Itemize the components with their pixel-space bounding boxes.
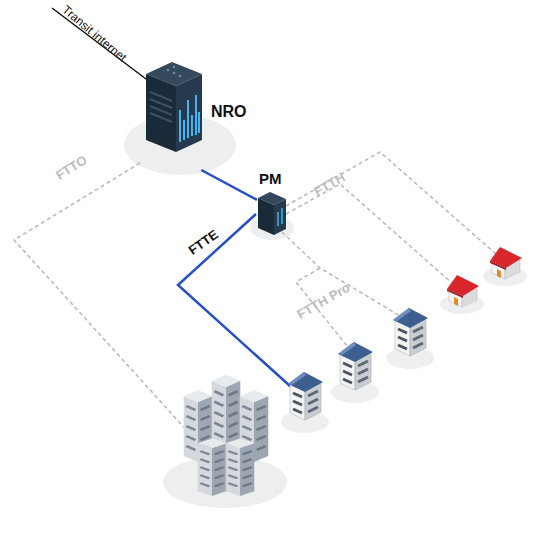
house [483, 247, 527, 286]
node-label: PM [259, 171, 282, 186]
route-label: FTTO [54, 153, 89, 182]
fiber-link [201, 170, 257, 200]
skyscraper-cluster [163, 374, 287, 508]
ftte-fiber [178, 214, 300, 395]
house [440, 275, 484, 314]
network-node: PM [257, 190, 287, 235]
office-building [386, 308, 434, 369]
network-node: NRO [145, 60, 203, 170]
office-building [281, 372, 329, 433]
node-label: NRO [211, 104, 247, 120]
route-label: FTTH [312, 170, 347, 198]
route-label: Transit internet [60, 3, 129, 63]
nro-server-icon [146, 62, 202, 152]
route-label: FTTH Pro [295, 281, 352, 322]
pm-cabinet-icon [258, 192, 286, 235]
office-building [331, 342, 379, 403]
